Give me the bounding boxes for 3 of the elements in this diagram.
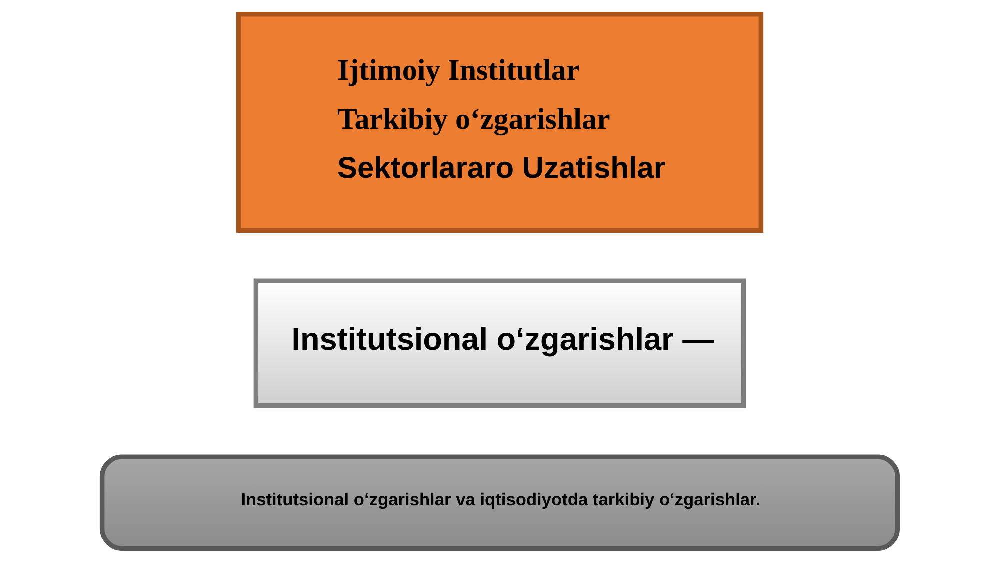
node-box: Institutsional o‘zgarishlar — [254,278,746,408]
node-box: Institutsional o‘zgarishlar va iqtisodiyotda tarkibiy o‘zgarishlar. [100,454,900,551]
node-box: Ijtimoiy Institutlar Tarkibiy o‘zgarishlar Sektorlararo Uzatishlar [236,12,764,233]
